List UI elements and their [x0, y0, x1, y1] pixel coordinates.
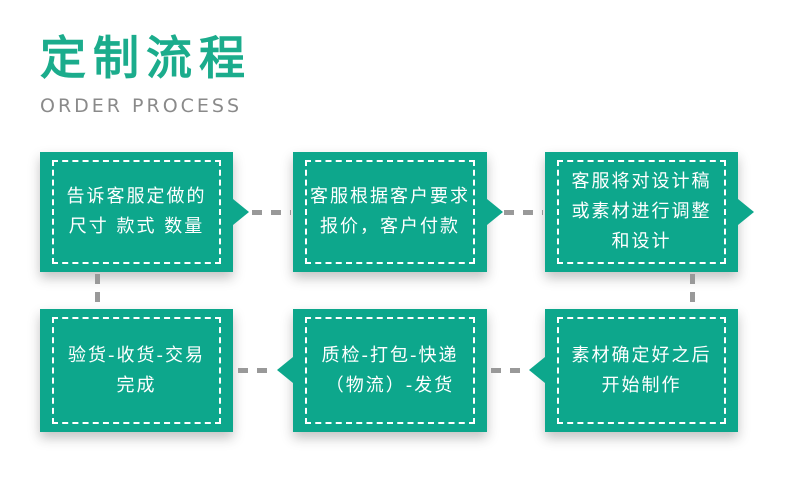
step-text: 素材确定好之后 开始制作 — [572, 341, 712, 401]
arrow-right-icon — [233, 199, 249, 225]
dashed-connector-horizontal — [252, 210, 291, 215]
page-title: 定制流程 — [40, 31, 252, 85]
dashed-border-frame — [52, 317, 221, 424]
dashed-border-frame — [305, 160, 475, 264]
dashed-connector-vertical — [690, 274, 695, 307]
step-text-line: 报价，客户付款 — [320, 216, 460, 237]
step-text-line: 客服将对设计稿 — [571, 171, 712, 192]
step-text-line: 尺寸 款式 数量 — [68, 216, 205, 237]
step-text: 告诉客服定做的 尺寸 款式 数量 — [67, 182, 207, 242]
step-box-5: 质检-打包-快递 （物流）-发货 — [293, 309, 487, 432]
arrow-left-icon — [277, 357, 293, 383]
dashed-border-frame — [305, 317, 475, 424]
step-text: 质检-打包-快递 （物流）-发货 — [322, 341, 459, 401]
dashed-border-frame — [557, 317, 726, 424]
arrow-right-icon — [487, 199, 503, 225]
step-text-line: （物流）-发货 — [325, 374, 455, 396]
step-box-1: 告诉客服定做的 尺寸 款式 数量 — [40, 152, 233, 272]
step-text-line: 素材确定好之后 — [571, 344, 712, 366]
step-text: 客服根据客户要求 报价，客户付款 — [310, 182, 470, 242]
dashed-border-frame — [557, 160, 726, 264]
arrow-right-icon — [738, 199, 754, 225]
page-subtitle: ORDER PROCESS — [40, 95, 243, 117]
dashed-border-frame — [52, 160, 221, 264]
step-box-4: 验货-收货-交易 完成 — [40, 309, 233, 432]
dashed-connector-horizontal — [491, 368, 527, 373]
step-text: 验货-收货-交易 完成 — [68, 341, 205, 401]
step-box-6: 素材确定好之后 开始制作 — [545, 309, 738, 432]
step-text: 客服将对设计稿 或素材进行调整 和设计 — [572, 167, 712, 257]
header: 定制流程 ORDER PROCESS — [40, 30, 252, 118]
step-text-line: 质检-打包-快递 — [321, 344, 459, 366]
step-text-line: 验货-收货-交易 — [68, 344, 205, 366]
step-text-line: 客服根据客户要求 — [310, 186, 470, 207]
step-text-line: 告诉客服定做的 — [66, 186, 207, 207]
dashed-connector-horizontal — [238, 368, 275, 373]
dashed-connector-horizontal — [504, 210, 543, 215]
step-text-line: 或素材进行调整 — [571, 201, 712, 222]
step-box-2: 客服根据客户要求 报价，客户付款 — [293, 152, 487, 272]
step-text-line: 完成 — [116, 374, 157, 396]
dashed-connector-vertical — [95, 274, 100, 307]
step-box-3: 客服将对设计稿 或素材进行调整 和设计 — [545, 152, 738, 272]
step-text-line: 开始制作 — [601, 374, 682, 396]
step-text-line: 和设计 — [611, 231, 672, 252]
arrow-left-icon — [529, 357, 545, 383]
